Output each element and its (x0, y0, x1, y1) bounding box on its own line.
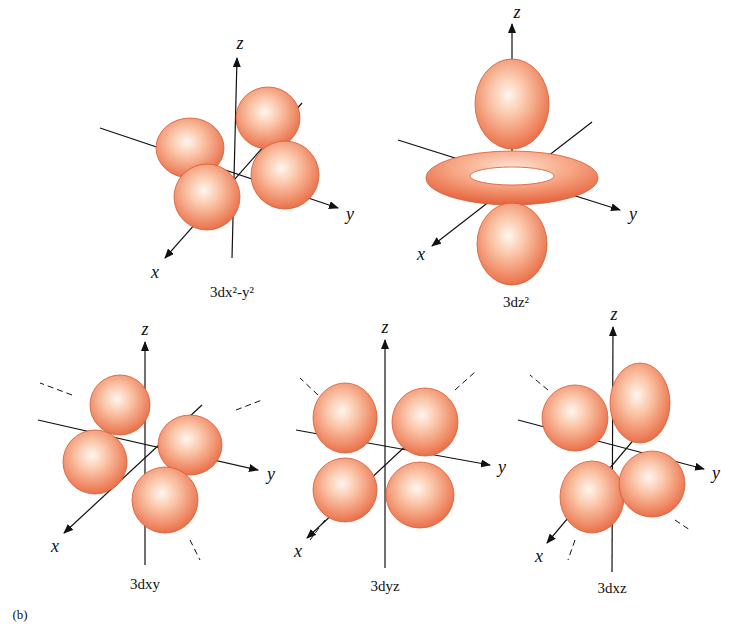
orbital-lobe (477, 203, 547, 285)
orbital-name: 3dyz (370, 579, 399, 594)
orbital-lobe (174, 164, 240, 230)
orbital-lobe (560, 461, 624, 533)
axis-letter: x (151, 263, 159, 281)
orbital-lobe (158, 415, 222, 475)
panel-tag: (b) (12, 608, 27, 621)
axis-letter: x (535, 547, 543, 565)
orbital-name: 3dx²-y² (210, 285, 254, 300)
axis-letter: z (236, 34, 243, 52)
y-axis (398, 140, 620, 210)
node-plane-lines (40, 372, 690, 560)
torus-hole (470, 167, 554, 185)
orbital-lobe (63, 430, 127, 494)
axis-letter: z (381, 318, 388, 336)
orbital-name: 3dxz (597, 581, 626, 596)
z-axis (232, 58, 237, 258)
axis-letter: y (712, 464, 720, 482)
orbital-lobe (251, 141, 319, 209)
orbital-lobe (386, 462, 454, 528)
axis-letter: y (346, 205, 354, 223)
axis-letter: y (498, 458, 506, 476)
orbital-lobe (610, 363, 670, 443)
orbital-lobe (236, 87, 300, 149)
orbital-lobe (90, 375, 150, 435)
axis-letter: z (610, 305, 617, 323)
z-axis (612, 327, 613, 572)
orbital-torus (426, 151, 598, 205)
axis-letter: y (267, 465, 275, 483)
orbital-lobe (313, 383, 377, 453)
orbital-lobe (542, 385, 608, 451)
z-axis (384, 340, 385, 568)
axis-letter: x (51, 537, 59, 555)
orbital-lobe (619, 451, 685, 517)
z-axis (144, 342, 145, 565)
orbital-name: 3dz² (503, 295, 529, 310)
orbital-lobe (475, 59, 549, 149)
orbital-lobe (313, 458, 377, 522)
orbital-name: 3dxy (130, 577, 160, 592)
axis-letter: z (141, 320, 148, 338)
axis-letter: y (629, 205, 637, 223)
axis-letter: x (417, 245, 425, 263)
axis-letter: z (513, 3, 520, 21)
axis-letter: x (294, 542, 302, 560)
orbital-lobe (132, 467, 198, 533)
orbital-lobe (392, 388, 458, 456)
